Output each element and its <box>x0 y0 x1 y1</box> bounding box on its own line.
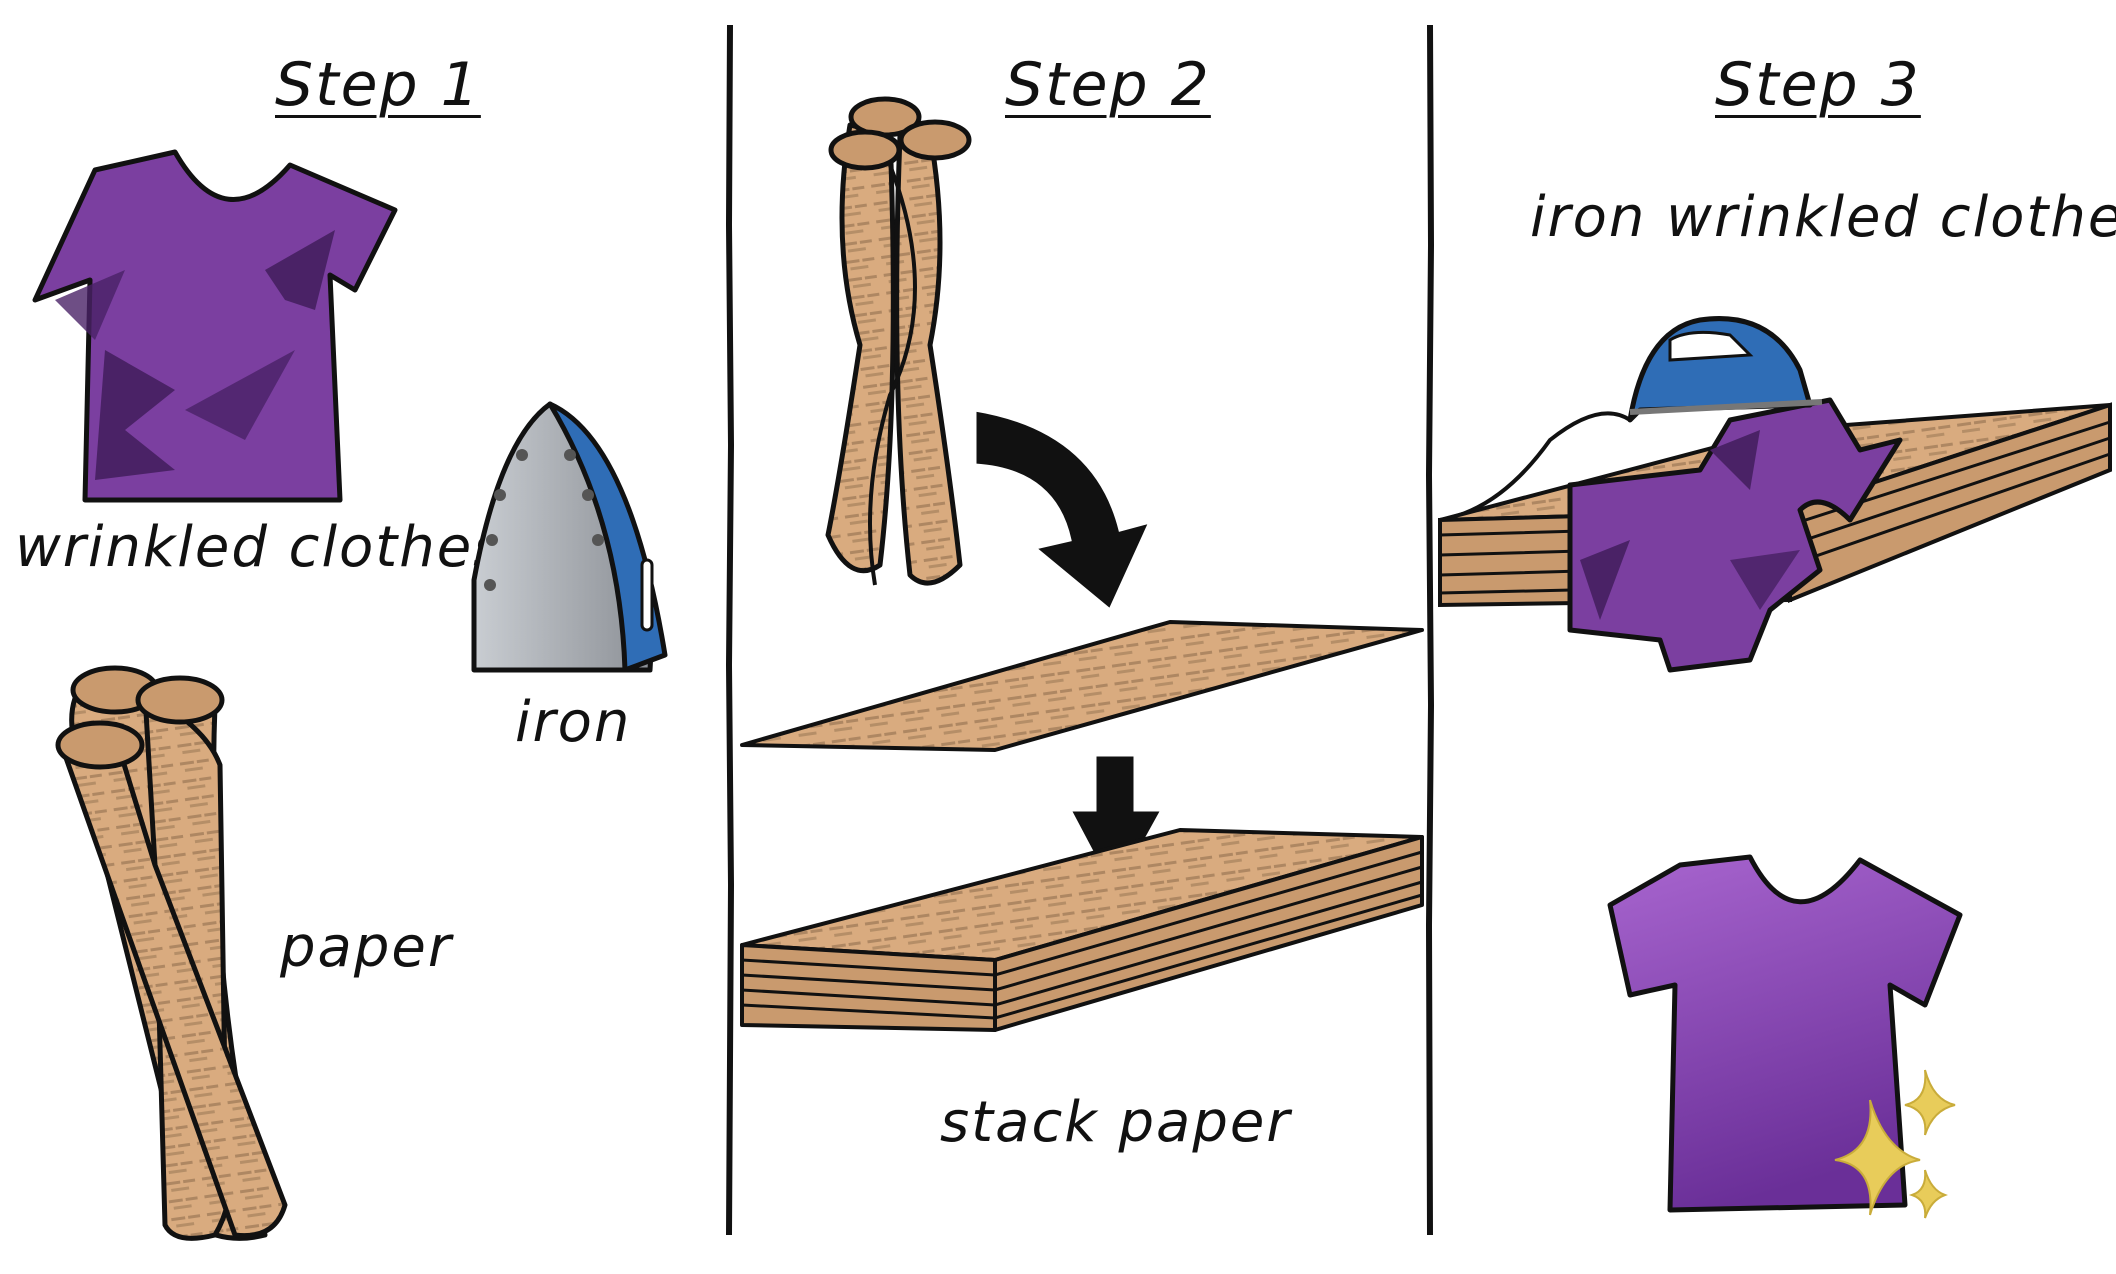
divider-line-1 <box>725 24 735 1236</box>
iron-wrinkled-clothes-label: iron wrinkled clothes <box>1530 185 2116 250</box>
curved-arrow-icon <box>973 408 1153 613</box>
step-2-panel: Step 2 stack paper <box>730 0 1430 1274</box>
iron-label: iron <box>515 690 632 755</box>
step-1-panel: Step 1 wrinkled clothes iron paper <box>0 0 730 1274</box>
paper-rolls-small-icon <box>825 96 972 586</box>
step-3-heading: Step 3 <box>1715 50 1921 120</box>
stack-paper-label: stack paper <box>940 1090 1292 1155</box>
step-2-heading: Step 2 <box>1005 50 1211 120</box>
sparkle-icon <box>1834 1069 1956 1219</box>
paper-label: paper <box>280 915 453 980</box>
paper-sheet-icon <box>740 620 1424 752</box>
divider-line-2 <box>1425 24 1435 1236</box>
paper-rolls-icon <box>55 665 288 1241</box>
wrinkled-clothes-label: wrinkled clothes <box>15 515 505 580</box>
iron-icon <box>471 401 668 673</box>
ironing-scene-icon <box>1438 316 2112 673</box>
step-1-heading: Step 1 <box>275 50 481 120</box>
step-3-panel: Step 3 iron wrinkled clothes <box>1430 0 2116 1274</box>
wrinkled-shirt-icon <box>32 149 398 503</box>
paper-stack-icon <box>740 828 1424 1032</box>
